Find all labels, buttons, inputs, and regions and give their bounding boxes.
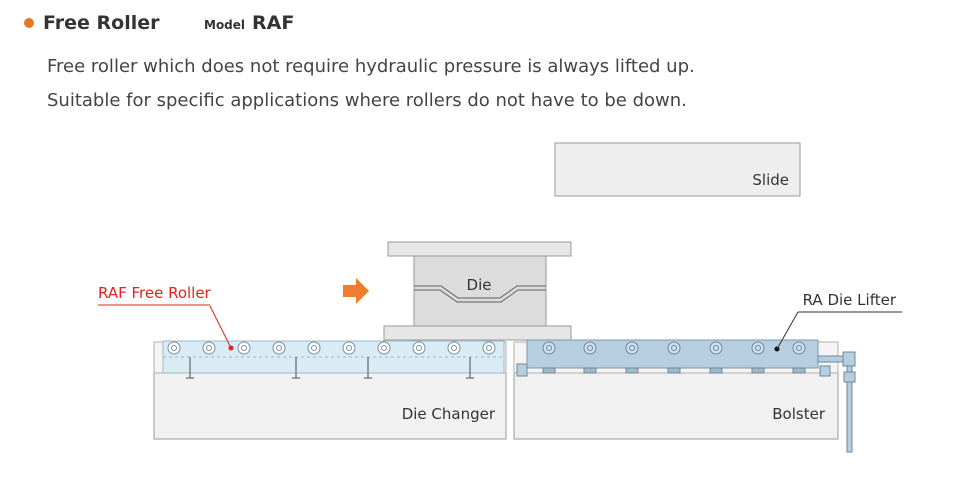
description-line-2: Suitable for specific applications where… [47,90,687,111]
hydraulic-pipe [516,351,856,453]
model-value: RAF [252,12,295,34]
die-label: Die [467,276,492,294]
slide-label: Slide [752,171,789,189]
die [383,241,572,341]
die-changer-label: Die Changer [402,405,496,423]
bolster-label: Bolster [772,405,826,423]
die-changer-body [153,372,507,440]
mounting-bolts [186,357,474,379]
free-roller-label: RAF Free Roller [98,284,212,302]
model-label: Model [204,18,246,32]
slide-block [554,142,801,197]
die-lifter-rollers [542,341,806,355]
bullet-dot-icon [24,18,34,28]
section-title: Free Roller [43,12,160,34]
free-rollers [167,341,496,355]
die-lifter-label: RA Die Lifter [803,291,897,309]
bolster-body [513,372,839,440]
die-lifter-feet [542,367,806,374]
movement-arrow-icon [343,278,369,304]
description-line-1: Free roller which does not require hydra… [47,56,695,77]
